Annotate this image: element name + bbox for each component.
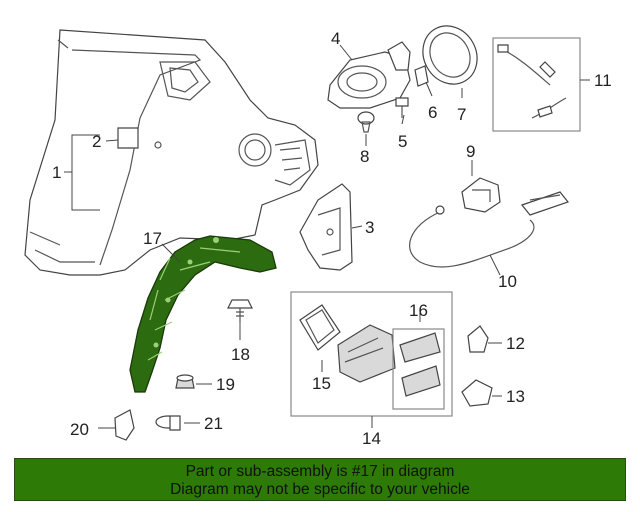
quarter-panel — [24, 29, 319, 276]
screw-5 — [395, 97, 409, 118]
callout-16: 16 — [409, 301, 428, 320]
callout-5: 5 — [398, 132, 407, 151]
callout-14: 14 — [362, 429, 381, 448]
callout-17: 17 — [143, 229, 162, 248]
callout-21: 21 — [204, 414, 223, 433]
callout-4: 4 — [331, 29, 340, 48]
callout-1: 1 — [52, 163, 61, 182]
banner-line-1: Part or sub-assembly is #17 in diagram — [185, 463, 455, 480]
callout-11: 11 — [594, 71, 612, 90]
callout-15: 15 — [312, 374, 331, 393]
clip-6 — [414, 65, 429, 87]
push-pin-18 — [227, 299, 253, 322]
clip-13 — [461, 379, 493, 407]
fuel-door-housing — [327, 41, 411, 109]
release-cable-10 — [409, 191, 570, 268]
callout-3: 3 — [365, 218, 374, 237]
cable-kit-11 — [492, 37, 581, 132]
callout-2: 2 — [92, 132, 101, 151]
clip-21 — [155, 415, 181, 431]
parts-diagram: 1 2 3 4 5 6 7 8 9 10 11 12 13 14 15 16 1… — [24, 25, 612, 448]
banner-line-2: Diagram may not be specific to your vehi… — [170, 481, 470, 498]
leader-lines — [64, 44, 590, 429]
callout-12: 12 — [506, 334, 525, 353]
part-info-banner: Part or sub-assembly is #17 in diagram D… — [14, 458, 626, 501]
clip-2 — [117, 127, 139, 149]
bracket-20 — [114, 409, 135, 441]
fuel-door — [422, 25, 478, 85]
module-box-14 — [290, 291, 453, 417]
bracket-3 — [299, 183, 353, 271]
callout-10: 10 — [498, 272, 517, 291]
callout-18: 18 — [231, 345, 250, 364]
callout-19: 19 — [216, 375, 235, 394]
callout-20: 20 — [70, 420, 89, 439]
grommet-8 — [357, 111, 375, 133]
callout-7: 7 — [457, 105, 466, 124]
wheelhouse-liner-17 — [129, 235, 277, 393]
callout-6: 6 — [428, 103, 437, 122]
callout-9: 9 — [466, 142, 475, 161]
clip-12 — [467, 325, 489, 353]
nut-19 — [175, 374, 195, 389]
latch-9 — [461, 177, 501, 213]
liner-fill — [129, 235, 277, 393]
callout-13: 13 — [506, 387, 525, 406]
callout-labels: 1 2 3 4 5 6 7 8 9 10 11 12 13 14 15 16 1… — [52, 29, 612, 448]
callout-8: 8 — [360, 147, 369, 166]
